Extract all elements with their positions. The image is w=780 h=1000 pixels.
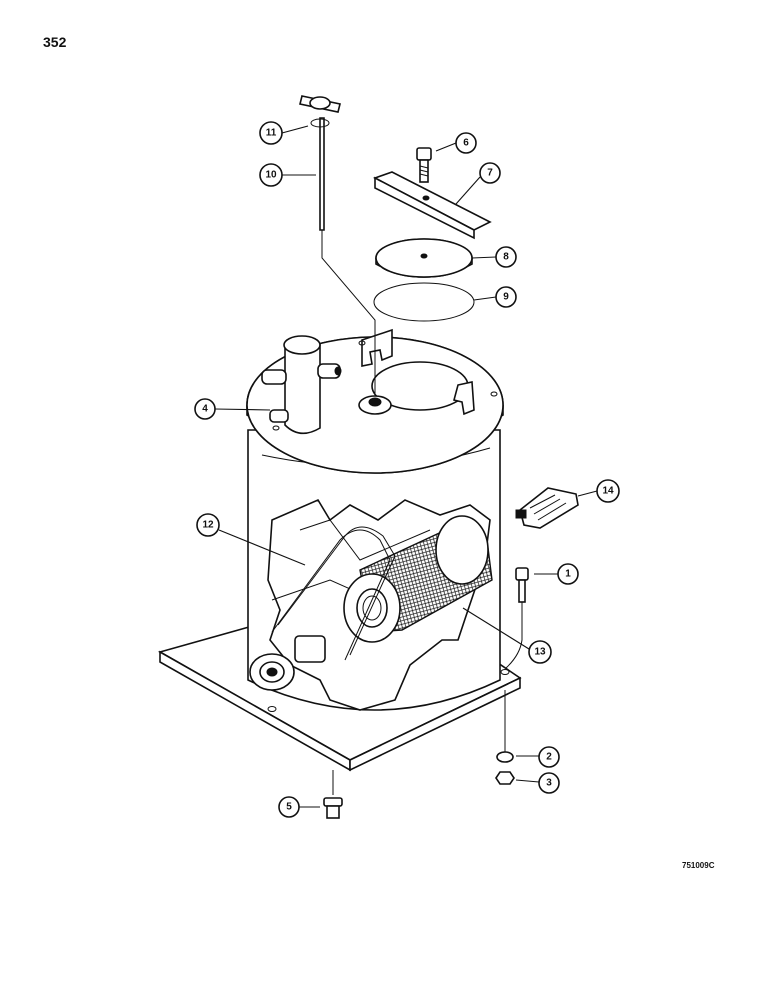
leader-12 xyxy=(218,529,306,566)
leader-8 xyxy=(471,256,497,259)
tank-top xyxy=(246,328,504,474)
svg-text:8: 8 xyxy=(503,252,509,263)
callout-5: 5 xyxy=(278,796,300,818)
leader-4 xyxy=(214,408,271,411)
leader-11 xyxy=(281,125,309,134)
drawing-code: 751009C xyxy=(682,861,715,870)
breather xyxy=(515,487,579,529)
svg-text:13: 13 xyxy=(534,647,546,658)
nut xyxy=(495,771,515,785)
callout-3: 3 xyxy=(538,772,560,794)
svg-text:9: 9 xyxy=(503,292,509,303)
callout-11: 11 xyxy=(259,121,283,145)
leader-13 xyxy=(462,607,530,650)
clamp-bar xyxy=(373,171,492,240)
leader-7 xyxy=(455,176,481,205)
svg-text:12: 12 xyxy=(202,520,214,531)
leader-9 xyxy=(473,296,497,301)
callout-2: 2 xyxy=(538,746,560,768)
leader-3 xyxy=(515,779,540,783)
leader-14 xyxy=(577,490,598,497)
o-ring xyxy=(373,282,475,322)
callout-7: 7 xyxy=(479,162,501,184)
svg-text:10: 10 xyxy=(265,170,277,181)
mount-bolt xyxy=(505,567,529,669)
svg-text:6: 6 xyxy=(463,138,469,149)
svg-text:7: 7 xyxy=(487,168,493,179)
callout-8: 8 xyxy=(495,246,517,268)
bolt xyxy=(416,147,432,183)
wire-bail xyxy=(271,526,396,661)
callout-4: 4 xyxy=(194,398,216,420)
svg-text:3: 3 xyxy=(546,778,552,789)
callout-6: 6 xyxy=(455,132,477,154)
svg-text:5: 5 xyxy=(286,802,292,813)
filter-element xyxy=(343,515,493,643)
callout-1: 1 xyxy=(557,563,579,585)
callout-13: 13 xyxy=(528,640,552,664)
callout-14: 14 xyxy=(596,479,620,503)
page-number: 352 xyxy=(43,34,67,50)
callout-12: 12 xyxy=(196,513,220,537)
washer xyxy=(496,751,514,763)
svg-text:2: 2 xyxy=(546,752,552,763)
svg-text:1: 1 xyxy=(565,569,571,580)
cover xyxy=(375,238,473,278)
callout-10: 10 xyxy=(259,163,283,187)
callout-9: 9 xyxy=(495,286,517,308)
dipstick xyxy=(319,117,376,395)
drain-plug xyxy=(323,770,343,819)
filler-cap xyxy=(299,95,341,128)
svg-text:11: 11 xyxy=(266,128,277,139)
svg-text:14: 14 xyxy=(602,486,614,497)
svg-text:4: 4 xyxy=(202,404,208,415)
leader-6 xyxy=(435,142,457,152)
